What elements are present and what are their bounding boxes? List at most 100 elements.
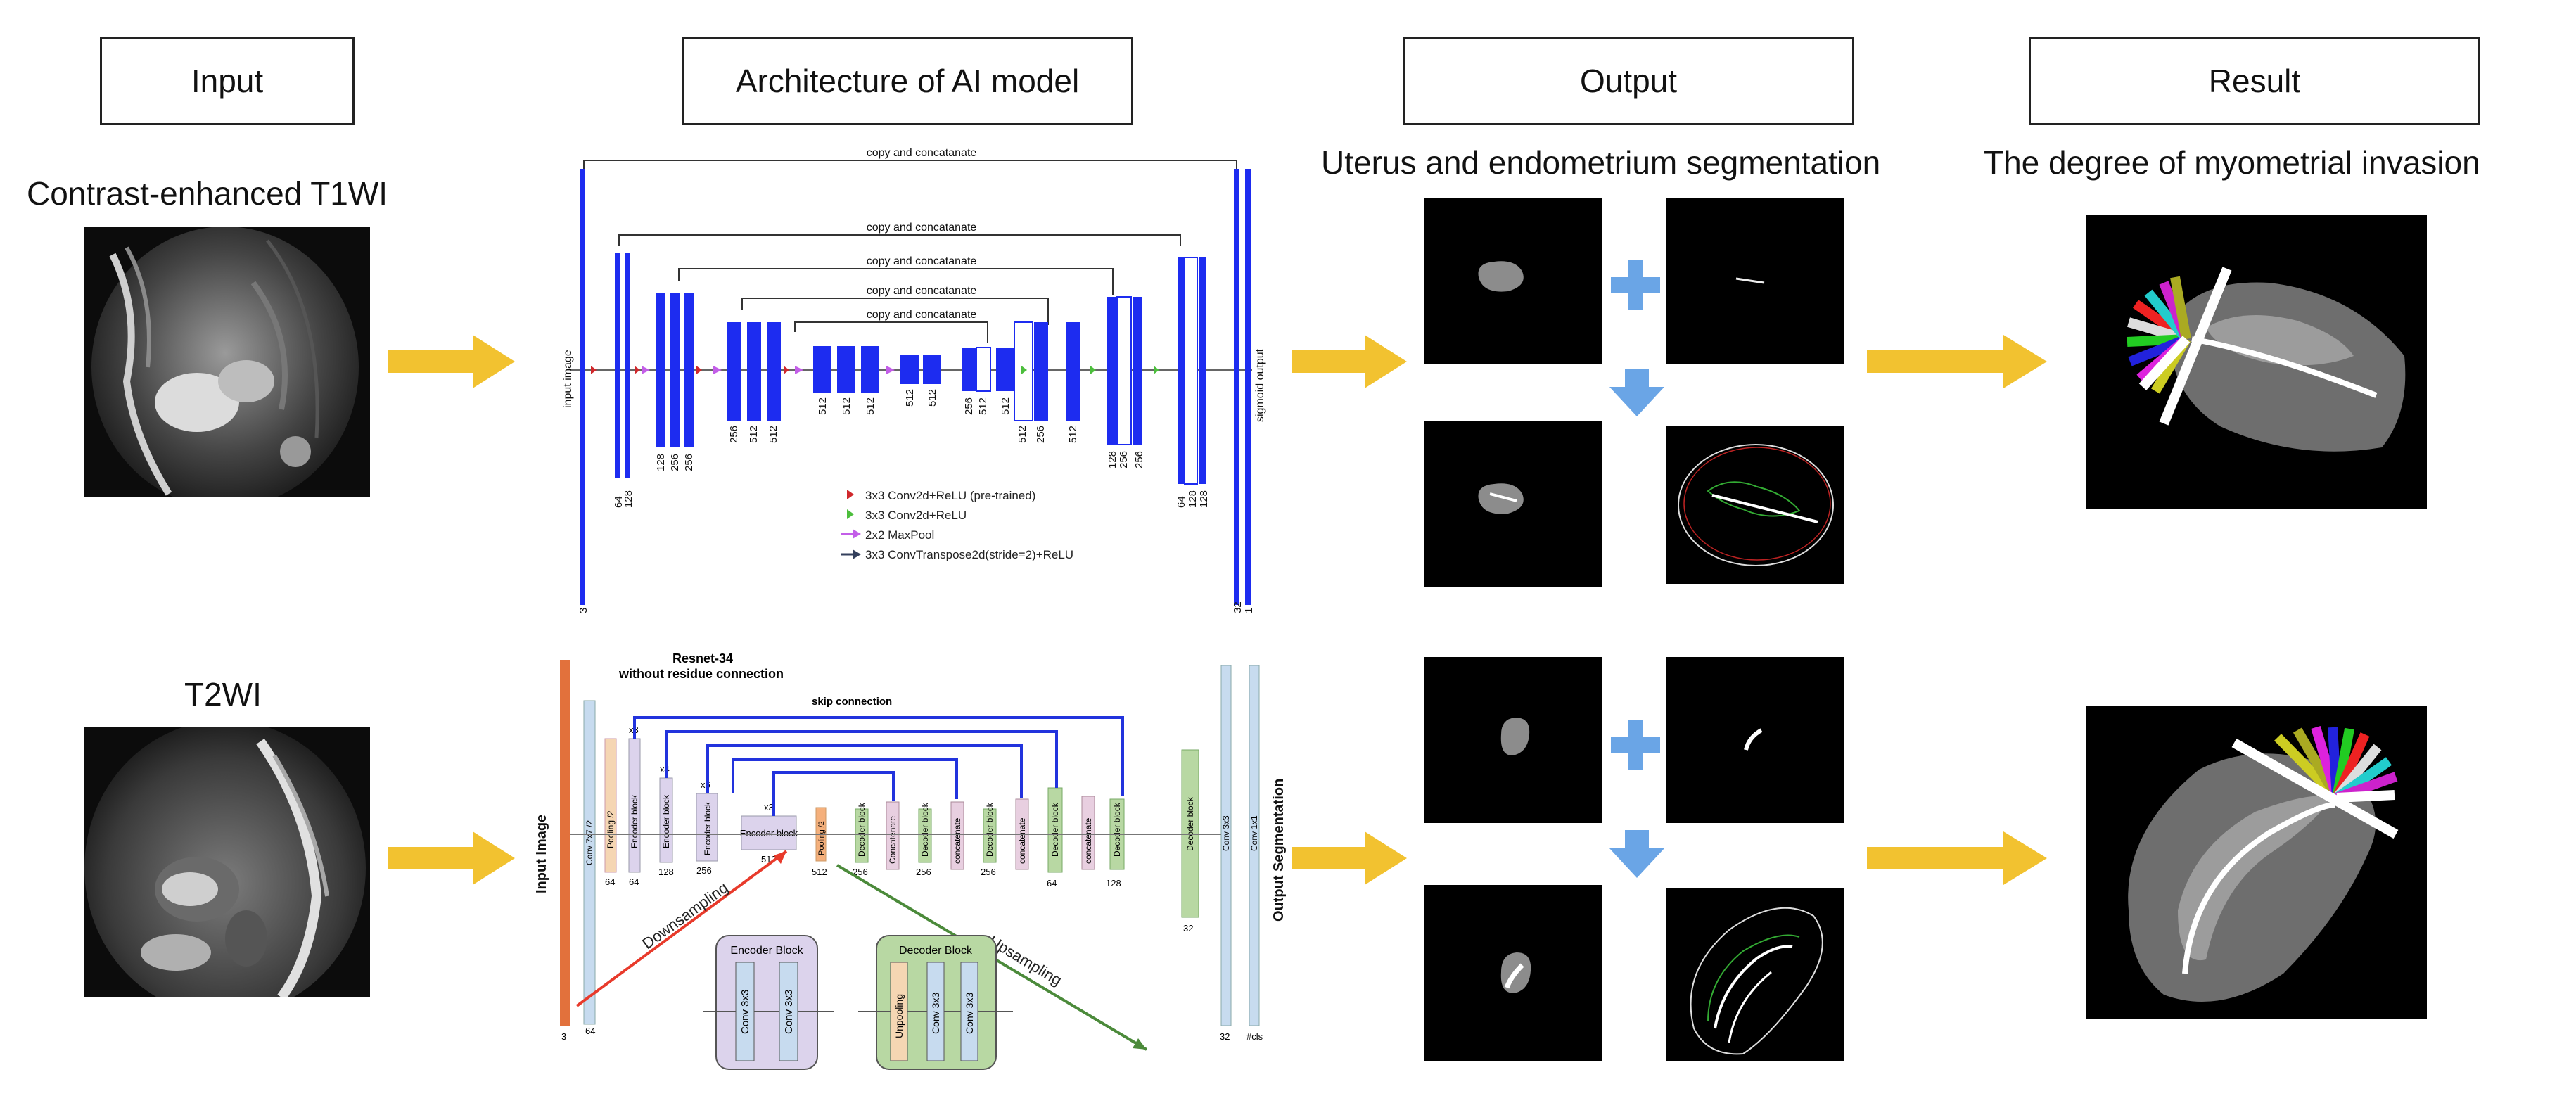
conv-marker xyxy=(1021,366,1027,374)
combined-mask-t2-drawing xyxy=(1500,952,1531,993)
ch-label: 512 xyxy=(865,397,876,415)
ch-label: 512 xyxy=(748,426,760,443)
ch-label: 128 xyxy=(1107,451,1118,468)
resnet-n32b: 32 xyxy=(1220,1031,1230,1042)
ch-label: 32 xyxy=(1232,601,1244,613)
unet-output-label: sigmoid output xyxy=(1254,348,1266,422)
resnet-pool1-label: Pooling /2 xyxy=(606,810,616,848)
resnet-cat4 xyxy=(1081,796,1095,870)
resnet-cat1 xyxy=(886,801,900,870)
unet-map xyxy=(900,355,919,384)
conv-pretrained-marker xyxy=(696,366,702,374)
arrow-model-to-output-top xyxy=(1292,335,1407,388)
unet-map xyxy=(837,346,855,393)
resnet-dec3 xyxy=(983,808,997,863)
output-uterus-mask-t1 xyxy=(1424,198,1602,364)
unet-map xyxy=(1107,297,1117,445)
unet-map xyxy=(861,346,879,393)
ch-label: 256 xyxy=(1035,426,1047,443)
maxpool-marker xyxy=(886,366,895,374)
resnet-cat2-label: concatenate xyxy=(952,817,962,864)
ch-label: 512 xyxy=(904,389,916,407)
unet-feature-maps xyxy=(580,169,1251,605)
ch-label: 256 xyxy=(683,454,695,471)
ch-label: 128 xyxy=(623,490,635,508)
result-invasion-t2 xyxy=(2086,706,2427,1019)
endometrium-mask-t2-drawing xyxy=(1744,728,1763,751)
encoder-conv-a: Conv 3x3 xyxy=(739,990,751,1034)
header-architecture: Architecture of AI model xyxy=(682,37,1133,125)
resnet-enc3 xyxy=(696,793,718,862)
legend-icon-conv-pretrained xyxy=(847,490,854,499)
legend-icon-convtranspose xyxy=(853,549,861,559)
resnet-conv7 xyxy=(583,700,596,1025)
ch-label: 512 xyxy=(1016,426,1028,443)
endometrium-mask-t1-drawing xyxy=(1735,277,1765,284)
concat-label-1: copy and concatanate xyxy=(867,147,977,159)
resnet-n64b: 64 xyxy=(605,876,615,887)
upsampling-arrowhead xyxy=(1133,1038,1147,1050)
unet-legend: 3x3 Conv2d+ReLU (pre-trained) 3x3 Conv2d… xyxy=(841,489,1073,561)
resnet-conv3-label: Conv 3x3 xyxy=(1221,815,1231,851)
maxpool-marker xyxy=(642,366,650,374)
ch-label: 256 xyxy=(1118,451,1130,468)
unet-channel-labels: 3 64 64 128 128 256 256 256 512 512 512 … xyxy=(578,389,1255,613)
arrow-input-to-model-top xyxy=(388,335,515,388)
output-endometrium-mask-t1 xyxy=(1666,198,1844,364)
header-input-label: Input xyxy=(191,63,264,99)
resnet-n64d: 64 xyxy=(1047,878,1057,888)
resnet-n256a: 256 xyxy=(696,865,712,876)
output-endometrium-mask-t2 xyxy=(1666,657,1844,823)
resnet-conv1-label: Conv 1x1 xyxy=(1249,815,1259,851)
plus-icon-bottom xyxy=(1611,720,1660,770)
unet-map xyxy=(656,293,665,447)
t2-mri-drawing xyxy=(84,727,370,997)
encoder-conv-b: Conv 3x3 xyxy=(783,990,795,1034)
conv-pretrained-marker xyxy=(635,366,640,374)
resnet-x4: x4 xyxy=(660,764,670,774)
resnet-dec6-label: Decoder block xyxy=(1185,796,1195,851)
header-result-label: Result xyxy=(2208,63,2301,99)
decoder-unpooling: Unpooling xyxy=(893,994,905,1038)
unet-map xyxy=(923,355,941,384)
unet-map xyxy=(1199,257,1206,484)
contour-overlay-t1-drawing xyxy=(1678,444,1834,566)
unet-concat-lines xyxy=(583,160,1237,343)
unet-map xyxy=(625,253,630,478)
arrow-model-to-output-bottom xyxy=(1292,831,1407,885)
concat-label-5: copy and concatanate xyxy=(867,309,977,321)
unet-map xyxy=(1234,169,1239,605)
output-contour-overlay-t1 xyxy=(1666,426,1844,584)
output-combined-mask-t2 xyxy=(1424,885,1602,1061)
unet-map xyxy=(727,322,741,421)
unet-map xyxy=(1178,257,1185,484)
conv-pretrained-marker xyxy=(784,366,789,374)
unet-map xyxy=(962,348,976,391)
ch-label: 128 xyxy=(655,454,667,471)
resnet-output-label: Output Segmentation xyxy=(1271,779,1287,922)
header-output: Output xyxy=(1403,37,1854,125)
encoder-block-detail: Encoder Block Conv 3x3 Conv 3x3 xyxy=(703,935,834,1070)
resnet-n3: 3 xyxy=(561,1031,566,1042)
resnet-input-bar xyxy=(560,660,570,1026)
unet-map xyxy=(1133,297,1142,445)
unet-copied-maps xyxy=(976,257,1198,485)
output-contour-overlay-t2 xyxy=(1666,888,1844,1061)
subtitle-segmentation: Uterus and endometrium segmentation xyxy=(1321,144,1881,181)
ch-label: 256 xyxy=(669,454,681,471)
output-uterus-mask-t2 xyxy=(1424,657,1602,823)
resnet-dec1-label: Decoder block xyxy=(857,802,867,857)
resnet-n256b: 256 xyxy=(853,867,868,877)
ch-label: 512 xyxy=(977,397,989,415)
resnet-diagram: Input Image 3 Conv 7x7 /2 64 Pooling /2 … xyxy=(534,651,1287,1070)
unet-input-label: input image xyxy=(562,350,574,408)
resnet-dec2-label: Decoder block xyxy=(920,802,930,857)
concat-label-4: copy and concatanate xyxy=(867,285,977,297)
resnet-n128b: 128 xyxy=(1106,878,1121,888)
unet-map xyxy=(580,169,585,605)
header-architecture-label: Architecture of AI model xyxy=(735,63,1080,99)
legend-icon-maxpool xyxy=(853,529,861,539)
resnet-x3b: x3 xyxy=(764,802,774,812)
ch-label: 256 xyxy=(1133,451,1145,468)
t2-mri-image xyxy=(84,727,370,997)
